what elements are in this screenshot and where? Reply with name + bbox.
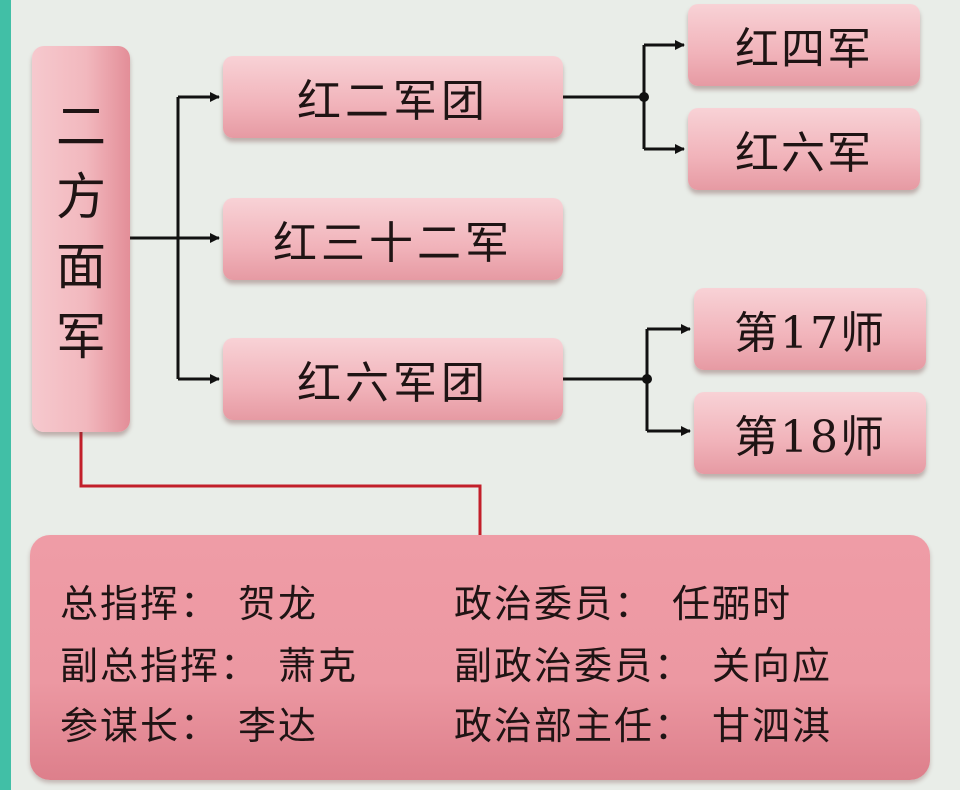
leader-row: 政治委员： 任弼时	[454, 573, 792, 628]
node-di-18-shi: 第18师	[694, 392, 926, 474]
node-hong-liu-juntuan: 红六军团	[223, 338, 563, 420]
leader-separator: ：	[180, 582, 221, 626]
node-hong-er-juntuan: 红二军团	[223, 56, 563, 138]
leader-row: 政治部主任： 甘泗淇	[454, 695, 832, 750]
leader-title: 副政治委员	[454, 644, 655, 688]
node-hong-sanshier-jun-label: 红三十二军	[273, 218, 513, 269]
leader-separator: ：	[654, 644, 695, 688]
node-hong-liu-juntuan-label: 红六军团	[297, 358, 489, 409]
node-di-17-shi: 第17师	[694, 288, 926, 370]
node-di-17-shi-label: 第17师	[734, 308, 886, 359]
accent-stripe	[0, 0, 11, 790]
leader-name: 贺龙	[238, 582, 319, 626]
leaders-link-line	[79, 432, 482, 535]
node-hong-si-jun-label: 红四军	[735, 24, 873, 75]
leader-name: 甘泗淇	[712, 704, 833, 748]
node-hong-liu-jun: 红六军	[688, 108, 920, 190]
leaders-panel: 总指挥：贺龙 政治委员：任弼时 副总指挥：萧克 副政治委员：关向应 参谋长：李达…	[30, 535, 930, 780]
leader-separator: ：	[654, 704, 695, 748]
leader-title: 政治委员	[454, 582, 615, 626]
leader-row: 副政治委员： 关向应	[454, 635, 832, 690]
leader-separator: ：	[180, 704, 221, 748]
node-er-fangmianjun-label: 二方面军	[56, 98, 106, 366]
node-er-fangmianjun: 二方面军	[32, 46, 130, 432]
leader-title: 副总指挥	[60, 644, 221, 688]
node-hong-si-jun: 红四军	[688, 4, 920, 86]
leader-row: 副总指挥： 萧克	[60, 635, 358, 690]
leader-title: 总指挥	[60, 582, 181, 626]
node-hong-er-juntuan-label: 红二军团	[297, 76, 489, 127]
leader-name: 任弼时	[672, 582, 793, 626]
leader-title: 参谋长	[60, 704, 181, 748]
leader-name: 李达	[238, 704, 319, 748]
leader-row: 参谋长： 李达	[60, 695, 318, 750]
node-hong-sanshier-jun: 红三十二军	[223, 198, 563, 280]
leader-separator: ：	[220, 644, 261, 688]
leader-title: 政治部主任	[454, 704, 655, 748]
node-di-18-shi-label: 第18师	[734, 412, 886, 463]
leader-name: 关向应	[712, 644, 833, 688]
node-hong-liu-jun-label: 红六军	[735, 128, 873, 179]
leader-separator: ：	[614, 582, 655, 626]
leader-name: 萧克	[278, 644, 359, 688]
leader-row: 总指挥： 贺龙	[60, 573, 318, 628]
